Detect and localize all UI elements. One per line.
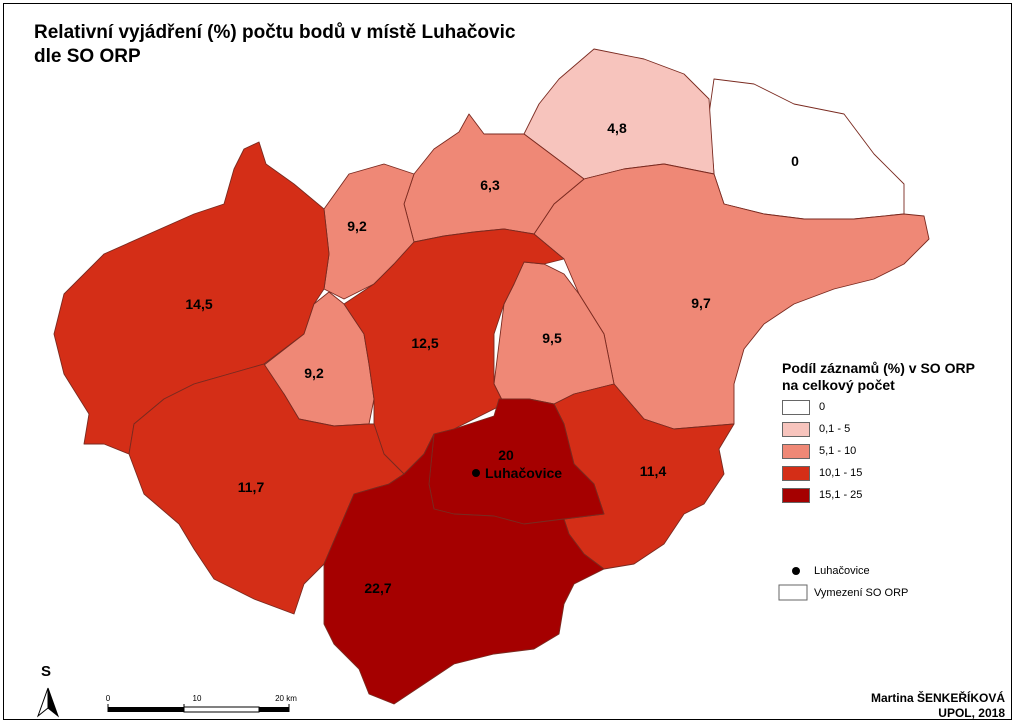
map-title-line1: Relativní vyjádření (%) počtu bodů v mís…	[34, 22, 516, 43]
author-name: Martina ŠENKEŘÍKOVÁ	[870, 691, 1005, 705]
legend-swatch-0	[782, 399, 810, 415]
scale-label-0: 0	[106, 694, 111, 703]
region-label-r0: 0	[791, 153, 799, 169]
region-label-r20: 20	[498, 447, 514, 463]
legend-item-3: 10,1 - 15	[782, 465, 862, 481]
legend-swatch-3	[782, 465, 810, 481]
legend-boundary-swatch	[778, 584, 808, 601]
legend-item-1: 0,1 - 5	[782, 421, 850, 437]
legend-boundary-row: Vymezení SO ORP	[814, 585, 908, 601]
map-title-line2: dle SO ORP	[34, 46, 141, 67]
region-r0[interactable]	[708, 78, 905, 220]
north-arrow-letter: S	[41, 663, 51, 680]
region-label-r95: 9,5	[542, 330, 562, 346]
region-label-r125: 12,5	[411, 335, 438, 351]
legend-label-4: 15,1 - 25	[819, 489, 863, 501]
north-arrow-icon	[36, 687, 60, 718]
region-label-r114: 11,4	[640, 463, 667, 479]
region-label-r145: 14,5	[185, 296, 212, 312]
legend-item-2: 5,1 - 10	[782, 443, 856, 459]
legend-title-line2: na celkový počet	[782, 377, 895, 393]
region-label-r227: 22,7	[364, 580, 391, 596]
legend-title-line1: Podíl záznamů (%) v SO ORP	[782, 360, 975, 376]
region-label-r117: 11,7	[238, 479, 265, 495]
scale-label-10: 10	[193, 694, 202, 703]
legend-item-4: 15,1 - 25	[782, 487, 862, 503]
region-label-r48: 4,8	[607, 120, 627, 136]
author-institution: UPOL, 2018	[938, 706, 1005, 720]
legend-boundary-label: Vymezení SO ORP	[814, 587, 909, 599]
legend-label-2: 5,1 - 10	[819, 445, 857, 457]
map-frame: Relativní vyjádření (%) počtu bodů v mís…	[3, 3, 1012, 720]
legend-label-3: 10,1 - 15	[819, 467, 863, 479]
scale-label-20: 20 km	[275, 694, 297, 703]
legend-label-1: 0,1 - 5	[819, 423, 851, 435]
region-label-r92b: 9,2	[304, 365, 324, 381]
scale-bar	[107, 704, 290, 713]
legend-swatch-2	[782, 443, 810, 459]
region-r227[interactable]	[323, 433, 605, 705]
region-label-r97: 9,7	[691, 295, 711, 311]
region-label-r92a: 9,2	[347, 218, 367, 234]
luhacovice-point-icon[interactable]	[472, 469, 480, 477]
legend-point-icon	[792, 567, 800, 575]
legend-swatch-4	[782, 487, 810, 503]
choropleth-map: 4,8 0 6,3 9,2 9,7 9,5 9,2 14,5 12,5 11,7…	[36, 48, 930, 718]
legend-town-row: Luhačovice	[814, 563, 870, 579]
legend-town-label: Luhačovice	[814, 565, 870, 577]
legend-label-0: 0	[819, 401, 826, 413]
legend-item-0: 0	[782, 399, 825, 415]
legend-swatch-1	[782, 421, 810, 437]
town-label: Luhačovice	[485, 465, 562, 481]
region-label-r63: 6,3	[480, 177, 500, 193]
